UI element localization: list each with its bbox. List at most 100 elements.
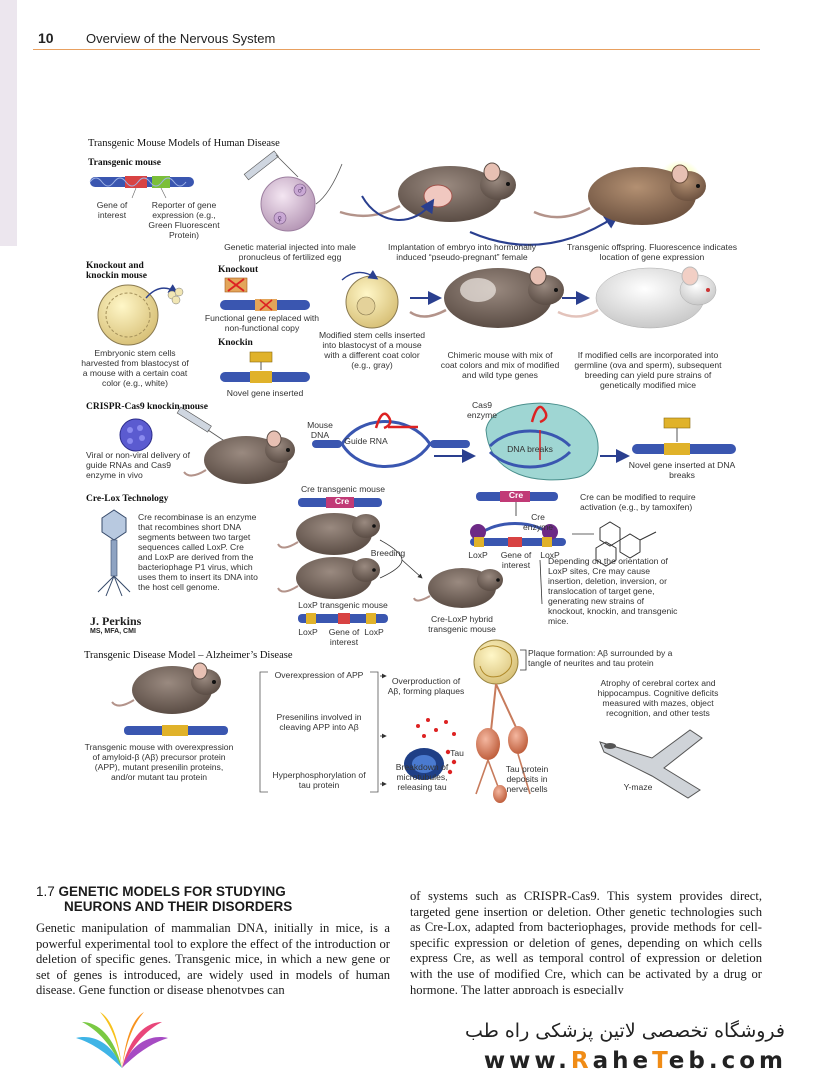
watermark-persian: فروشگاه تخصصی لاتین پزشکی راه طب <box>465 1020 785 1042</box>
crispr-delivery: Viral or non-viral delivery of guide RNA… <box>86 450 190 480</box>
cre-enzyme-diagram <box>470 491 566 547</box>
signature-credentials: MS, MFA, CMI <box>90 628 136 635</box>
fertilized-egg: ♂ ♀ <box>260 176 316 232</box>
svg-text:♂: ♂ <box>296 183 305 197</box>
knockout-heading: Knockout and knockin mouse <box>86 261 147 281</box>
url-part: R <box>570 1048 593 1074</box>
microtubule-bundle <box>404 748 457 780</box>
tau-label: Tau <box>450 748 464 758</box>
mouse-cre <box>277 513 380 555</box>
mouse-transgenic-offspring <box>533 160 706 225</box>
presenilins-caption: Presenilins involved in cleaving APP int… <box>276 712 362 732</box>
step-injection: Genetic material injected into male pron… <box>224 242 356 262</box>
transgenic-heading: Transgenic mouse <box>88 158 161 168</box>
cre-mouse-label: Cre transgenic mouse <box>300 484 386 494</box>
mouse-pseudo-pregnant <box>339 162 516 222</box>
mouse-chimeric <box>409 266 564 328</box>
body-text-left: Genetic manipulation of mammalian DNA, i… <box>36 921 390 998</box>
overproduction-caption: Overproduction of Aβ, forming plaques <box>387 676 465 696</box>
knockout-caption: Functional gene replaced with non-functi… <box>204 313 320 333</box>
plaque-caption: Plaque formation: Aβ surrounded by a tan… <box>528 648 673 668</box>
mouse-crispr <box>183 430 295 484</box>
loxp-label-4: LoxP <box>540 550 560 560</box>
germline-caption: If modified cells are incorporated into … <box>574 350 722 390</box>
dna-knockout <box>220 277 310 311</box>
loxp-mouse-label: LoxP transgenic mouse <box>298 600 388 610</box>
breakdown-caption: Breakdown of microtubules, releasing tau <box>395 762 449 792</box>
section-number: 1.7 <box>36 884 55 899</box>
figure-art: ♂ ♀ <box>89 150 736 803</box>
mouse-alz <box>111 662 221 714</box>
section-heading: 1.7 GENETIC MODELS FOR STUDYING NEURONS … <box>36 884 292 914</box>
crispr-heading: CRISPR-Cas9 knockin mouse <box>86 402 208 412</box>
gene-label: Gene of interest <box>96 200 128 220</box>
watermark-url: www.RaheTeb.com <box>484 1048 787 1074</box>
knockout-label: Knockout <box>218 265 259 275</box>
cas9-enzyme <box>485 402 599 481</box>
dna-strand-transgenic <box>89 176 194 188</box>
url-part: .com <box>708 1048 787 1074</box>
gene-of-interest-label: Gene of interest <box>328 627 360 647</box>
guide-rna-label: Guide RNA <box>344 436 388 446</box>
dna-cre <box>298 497 382 508</box>
dna-knockin <box>220 351 310 383</box>
mouse-dna-label: Mouse DNA <box>307 420 333 440</box>
dna-alz <box>124 725 228 736</box>
alz-heading: Transgenic Disease Model – Alzheimer’s D… <box>84 650 293 661</box>
body-text-right: of systems such as CRISPR-Cas9. This sys… <box>410 889 762 997</box>
hyper-caption: Hyperphosphorylation of tau protein <box>272 770 366 790</box>
dna-crispr-open <box>312 412 470 468</box>
plaque <box>473 639 519 685</box>
stem-cells <box>167 287 184 305</box>
amyloid-particles <box>416 718 456 738</box>
inserted-label: Novel gene inserted at DNA breaks <box>628 460 736 480</box>
tamoxifen-molecule <box>595 521 657 567</box>
blastocyst-white <box>97 284 159 346</box>
knockin-label: Knockin <box>218 338 253 348</box>
url-part: T <box>652 1048 669 1074</box>
step-implantation: Implantation of embryo into hormonally i… <box>387 242 537 262</box>
reporter-label: Reporter of gene expression (e.g., Green… <box>148 200 220 240</box>
dna-loxp <box>298 613 388 624</box>
cre-tag-2: Cre <box>508 490 524 500</box>
hybrid-label: Cre-LoxP hybrid transgenic mouse <box>428 614 496 634</box>
mouse-white <box>557 266 717 329</box>
chimeric-caption: Chimeric mouse with mix of coat colors a… <box>440 350 560 380</box>
atrophy-caption: Atrophy of cerebral cortex and hippocamp… <box>597 678 719 718</box>
url-part: www. <box>483 1048 571 1074</box>
svg-text:♀: ♀ <box>275 212 284 226</box>
gene-of-interest-label-2: Gene of interest <box>500 550 532 570</box>
url-part: ahe <box>592 1048 653 1074</box>
section-title-line1: GENETIC MODELS FOR STUDYING <box>58 884 286 899</box>
bacteriophage <box>97 509 131 597</box>
syringe <box>243 150 299 181</box>
crelox-description: Cre recombinase is an enzyme that recomb… <box>138 512 258 592</box>
neurons <box>475 683 531 803</box>
figure-title: Transgenic Mouse Models of Human Disease <box>88 138 280 149</box>
loxp-label-3: LoxP <box>468 550 488 560</box>
page-number: 10 <box>38 30 54 46</box>
breeding-label: Breeding <box>370 548 406 558</box>
step-offspring: Transgenic offspring. Fluorescence indic… <box>566 242 738 262</box>
mouse-hybrid <box>413 568 503 608</box>
stem-cells-caption: Embryonic stem cells harvested from blas… <box>81 348 189 388</box>
activation-caption: Cre can be modified to require activatio… <box>580 492 696 512</box>
knockin-caption: Novel gene inserted <box>226 388 304 398</box>
virus-particle <box>119 418 153 452</box>
y-maze <box>599 729 703 799</box>
cas9-label: Cas9 enzyme <box>466 400 498 420</box>
running-title: Overview of the Nervous System <box>86 31 276 46</box>
orientation-caption: Depending on the orientation of LoxP sit… <box>548 556 678 626</box>
book-logo-icon <box>76 1012 168 1068</box>
loxp-label-1: LoxP <box>298 627 318 637</box>
bracket-alz <box>259 671 379 793</box>
figure: ♂ ♀ <box>80 130 770 830</box>
side-tab <box>0 0 17 246</box>
url-part: eb <box>668 1048 709 1074</box>
modified-caption: Modified stem cells inserted into blasto… <box>318 330 426 370</box>
blastocyst-gray <box>345 275 399 329</box>
mouse-loxp <box>277 557 380 599</box>
crelox-heading: Cre-Lox Technology <box>86 494 169 504</box>
ymaze-label: Y-maze <box>623 782 653 792</box>
alz-mouse-caption: Transgenic mouse with overexpression of … <box>84 742 234 782</box>
